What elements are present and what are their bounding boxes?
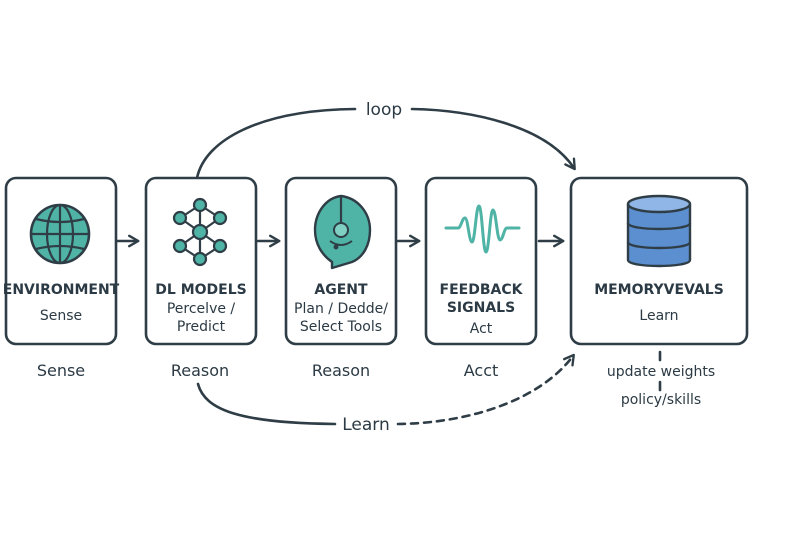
node-title: ENVIRONMENT: [3, 282, 120, 298]
globe-icon: [29, 203, 91, 265]
learn-label: Learn: [342, 415, 390, 435]
node-agent: AGENT Plan / Dedde/ Select Tools: [284, 176, 398, 346]
node-title-line2: SIGNALS: [447, 300, 515, 316]
node-subtitle: Sense: [40, 308, 82, 324]
node-dl-models: DL MODELS Percelve / Predict: [144, 176, 258, 346]
node-feedback-signals: FEEDBACK SIGNALS Act: [424, 176, 538, 346]
node-subtitle: Select Tools: [300, 319, 382, 335]
neural-network-icon: [172, 197, 228, 267]
node-subtitle: Act: [470, 321, 493, 337]
node-title: AGENT: [314, 282, 368, 298]
agent-head-icon: [313, 194, 372, 270]
learn-return-line: [196, 382, 337, 426]
node-subtitle: Learn: [639, 308, 678, 324]
loop-arrow: [195, 107, 574, 180]
memory-note: policy/skills: [621, 392, 701, 408]
node-environment: ENVIRONMENT Sense: [3, 176, 120, 346]
node-subtitle: Percelve /: [167, 301, 236, 317]
stage-label: Reason: [312, 361, 370, 380]
stage-label: Sense: [37, 361, 85, 380]
node-subtitle: Plan / Dedde/: [294, 301, 388, 317]
signal-wave-icon: [444, 204, 521, 254]
node-title: FEEDBACK: [440, 282, 524, 298]
stage-label: Acct: [464, 361, 499, 380]
node-title: DL MODELS: [155, 282, 246, 298]
learn-dashed-arrow: [396, 353, 575, 426]
memory-note: update weights: [607, 364, 715, 380]
node-memory-evals: MEMORYVEVALS Learn: [569, 176, 749, 346]
loop-label: loop: [366, 100, 402, 120]
stage-label: Reason: [171, 361, 229, 380]
node-title: MEMORYVEVALS: [594, 282, 724, 298]
database-icon: [626, 194, 692, 268]
node-subtitle: Predict: [177, 319, 226, 335]
